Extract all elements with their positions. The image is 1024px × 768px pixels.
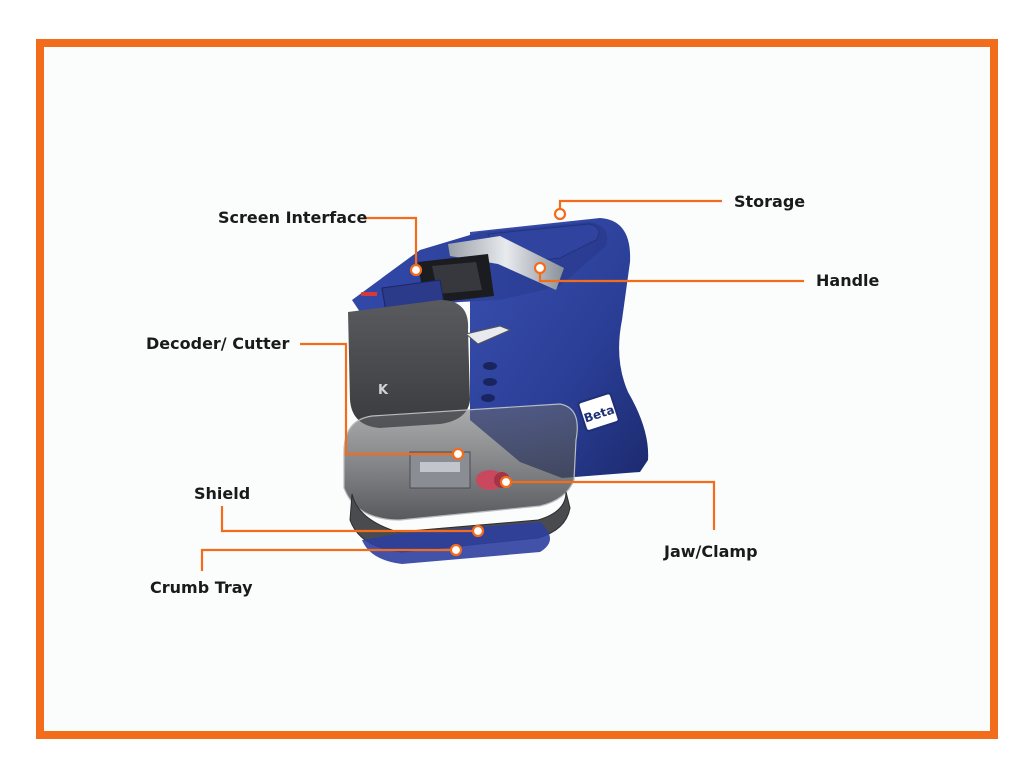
label-decoder-cutter: Decoder/ Cutter bbox=[146, 334, 290, 353]
label-crumb-tray: Crumb Tray bbox=[150, 578, 253, 597]
callout-shield bbox=[220, 506, 476, 533]
label-jaw-clamp: Jaw/Clamp bbox=[664, 542, 758, 561]
callout-dots bbox=[409, 207, 567, 557]
label-screen-interface: Screen Interface bbox=[218, 208, 368, 227]
cutter-head bbox=[348, 300, 470, 428]
key-machine: K Beta bbox=[343, 218, 649, 564]
beta-badge: Beta bbox=[577, 392, 620, 432]
callout-decoder-cutter bbox=[300, 342, 456, 456]
svg-text:K: K bbox=[378, 383, 389, 398]
callout-jaw-clamp bbox=[506, 480, 716, 530]
label-handle: Handle bbox=[816, 271, 880, 290]
label-shield: Shield bbox=[194, 484, 251, 503]
label-storage: Storage bbox=[734, 192, 806, 211]
callout-crumb-tray bbox=[200, 548, 454, 571]
callout-storage bbox=[558, 199, 722, 212]
handle-bar bbox=[448, 236, 564, 290]
callout-screen-interface bbox=[364, 216, 418, 268]
